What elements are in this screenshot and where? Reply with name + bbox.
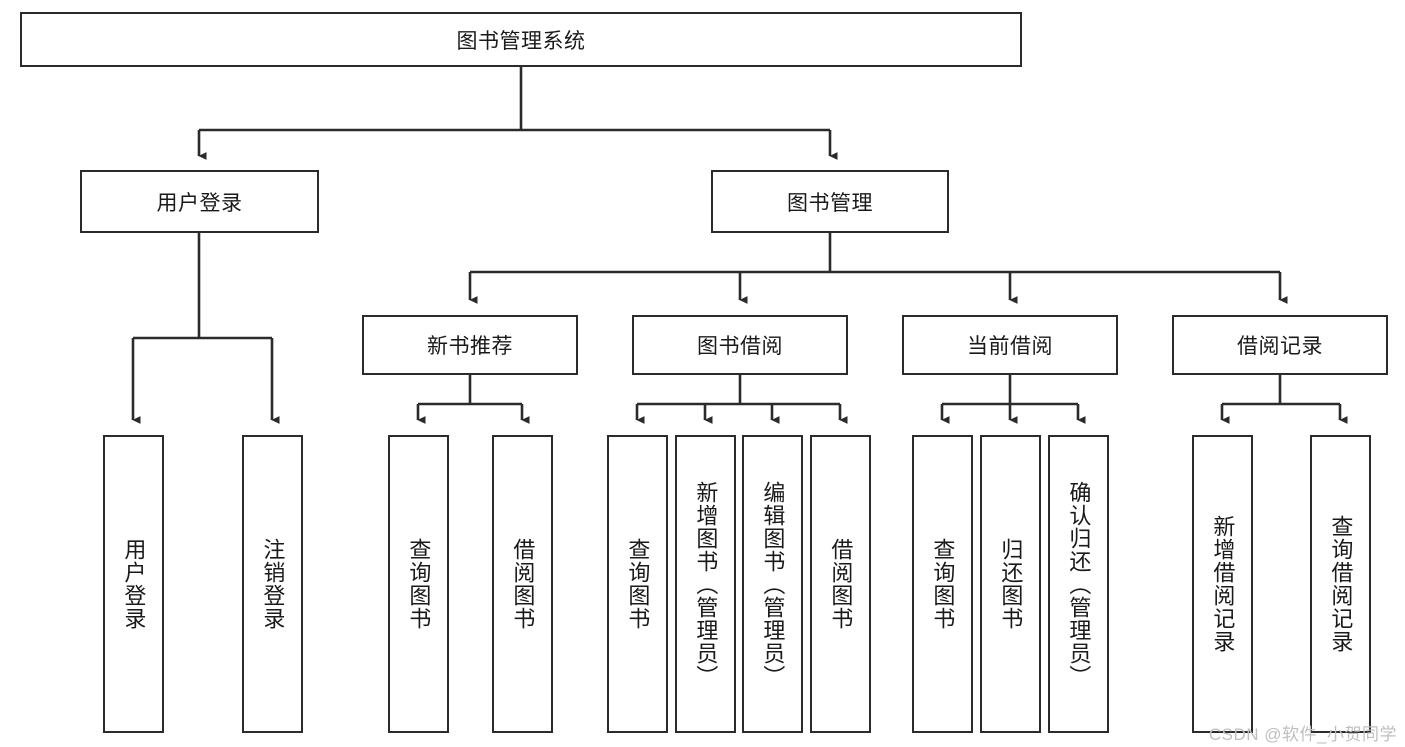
leaf-query-record-label: 查询借阅记录 xyxy=(1328,515,1354,653)
leaf-add-record[interactable]: 新增借阅记录 xyxy=(1192,435,1253,733)
node-borrow-record[interactable]: 借阅记录 xyxy=(1172,315,1388,375)
node-book-borrow-label: 图书借阅 xyxy=(697,335,783,358)
node-root-label: 图书管理系统 xyxy=(456,29,586,53)
node-new-book-rec-label: 新书推荐 xyxy=(427,335,513,358)
leaf-edit-book[interactable]: 编辑图书（管理员） xyxy=(742,435,803,733)
leaf-query-record[interactable]: 查询借阅记录 xyxy=(1310,435,1371,733)
node-book-manage[interactable]: 图书管理 xyxy=(711,170,949,233)
leaf-add-record-label: 新增借阅记录 xyxy=(1210,515,1236,653)
node-book-borrow[interactable]: 图书借阅 xyxy=(632,315,848,375)
leaf-confirm-return[interactable]: 确认归还（管理员） xyxy=(1048,435,1109,733)
leaf-return-book[interactable]: 归还图书 xyxy=(980,435,1041,733)
csdn-watermark: CSDN @软件_小贺同学 xyxy=(1208,725,1397,744)
node-current-borrow[interactable]: 当前借阅 xyxy=(902,315,1118,375)
leaf-query-book-3[interactable]: 查询图书 xyxy=(912,435,973,733)
node-user-login-label: 用户登录 xyxy=(156,191,243,215)
node-new-book-rec[interactable]: 新书推荐 xyxy=(362,315,578,375)
leaf-add-book-label: 新增图书（管理员） xyxy=(693,480,719,688)
leaf-borrow-book-1-label: 借阅图书 xyxy=(510,538,536,630)
node-current-borrow-label: 当前借阅 xyxy=(967,335,1053,358)
leaf-query-book-2-label: 查询图书 xyxy=(625,538,651,630)
node-user-login[interactable]: 用户登录 xyxy=(80,170,319,233)
leaf-query-book-2[interactable]: 查询图书 xyxy=(607,435,668,733)
leaf-user-login-label: 用户登录 xyxy=(121,538,147,630)
leaf-user-login[interactable]: 用户登录 xyxy=(103,435,164,733)
leaf-borrow-book-2[interactable]: 借阅图书 xyxy=(810,435,871,733)
node-book-manage-label: 图书管理 xyxy=(787,191,873,215)
leaf-query-book-3-label: 查询图书 xyxy=(930,538,956,630)
leaf-edit-book-label: 编辑图书（管理员） xyxy=(760,480,786,688)
leaf-borrow-book-2-label: 借阅图书 xyxy=(828,538,854,630)
leaf-borrow-book-1[interactable]: 借阅图书 xyxy=(492,435,553,733)
leaf-logout[interactable]: 注销登录 xyxy=(242,435,303,733)
leaf-query-book-1[interactable]: 查询图书 xyxy=(388,435,449,733)
leaf-query-book-1-label: 查询图书 xyxy=(406,538,432,630)
leaf-logout-label: 注销登录 xyxy=(260,538,286,630)
leaf-confirm-return-label: 确认归还（管理员） xyxy=(1066,480,1092,688)
node-root[interactable]: 图书管理系统 xyxy=(20,12,1022,67)
leaf-add-book[interactable]: 新增图书（管理员） xyxy=(675,435,736,733)
leaf-return-book-label: 归还图书 xyxy=(998,538,1024,630)
node-borrow-record-label: 借阅记录 xyxy=(1237,335,1323,358)
